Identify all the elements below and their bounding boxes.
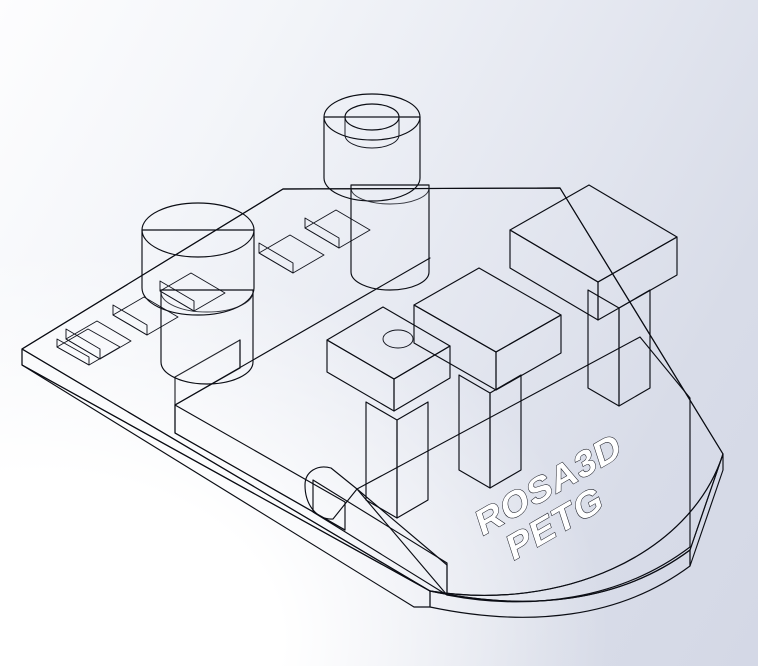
bridge-hole [382,329,414,349]
embossed-text-group: ROSA3D ROSA3D PETG PETG [471,424,627,570]
square-pocket [56,328,121,366]
square-pocket-row [56,209,371,366]
model-silhouette [21,187,724,602]
platform-step-detail [304,466,358,520]
cylinder-left [141,202,255,385]
base-plate [21,187,724,618]
plate-inner-edges [174,257,431,531]
cylinder-right [323,93,430,291]
square-pocket [304,209,371,249]
bridge-3 [509,184,678,407]
square-pocket [258,234,325,274]
raised-platform [312,336,691,603]
bridge-1 [326,306,451,519]
square-pocket [159,272,226,312]
bridge-2 [413,267,562,489]
